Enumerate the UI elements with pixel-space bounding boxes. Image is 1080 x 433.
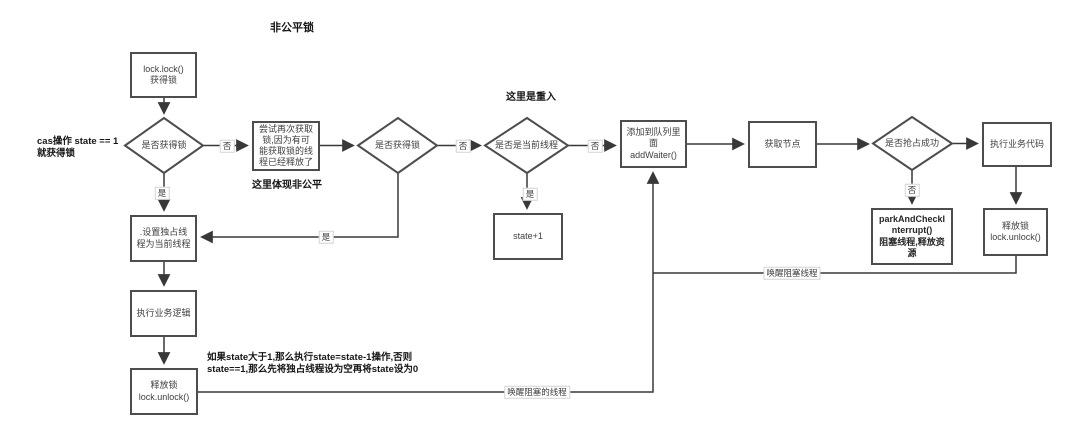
edge-label-no-2: 否 xyxy=(455,139,471,153)
node-park-and-check-interrupt: parkAndCheckI nterrupt() 阻塞线程,释放资 源 xyxy=(871,208,953,265)
annotation-cas-operation: cas操作 state == 1 就获得锁 xyxy=(37,136,119,159)
edge-unlockleft-wake-addwaiter xyxy=(198,171,660,393)
node-lock-lock: lock.lock() 获得锁 xyxy=(130,52,197,98)
node-exec-business-logic: 执行业务逻辑 xyxy=(130,290,197,337)
node-unlock-right: 释放锁 lock.unlock() xyxy=(983,208,1048,256)
edge-gotlock2-yes-setexclusive xyxy=(200,173,399,244)
node-unlock-left: 释放锁 lock.unlock() xyxy=(130,368,198,415)
node-set-exclusive-thread: .设置独占线 程为当前线程 xyxy=(130,215,197,262)
decision-is-current-thread-shape xyxy=(483,116,570,175)
node-exec-business-code: 执行业务代码 xyxy=(982,122,1052,167)
annotation-reentrant-note: 这里是重入 xyxy=(506,92,556,103)
annotation-state-note: 如果state大于1,那么执行state=state-1操作,否则 state=… xyxy=(207,352,419,375)
edge-label-yes-2: 是 xyxy=(522,187,538,201)
edge-label-no-4: 否 xyxy=(904,183,920,197)
edge-label-yes-1: 是 xyxy=(154,186,170,200)
edge-unlockright-wake-join xyxy=(653,256,1017,274)
line-label-wake-blocked-thread: 唤醒阻塞线程 xyxy=(763,266,821,280)
node-get-node: 获取节点 xyxy=(748,121,817,168)
decision-got-lock-1-shape xyxy=(123,116,205,175)
annotation-unfair-note: 这里体现非公平 xyxy=(252,180,322,191)
edge-label-yes-3: 是 xyxy=(318,230,334,244)
decision-got-lock-2-shape xyxy=(356,116,439,175)
node-state-plus-one: state+1 xyxy=(493,213,563,260)
node-add-waiter: 添加到队列里 面 addWaiter() xyxy=(620,120,687,168)
decision-seize-success-shape xyxy=(871,115,954,172)
edge-label-no-3: 否 xyxy=(587,139,603,153)
node-retry-acquire: 尝试再次获取 锁,因为有可 能获取锁的线 程已经释放了 xyxy=(252,121,320,171)
diagram-title: 非公平锁 xyxy=(270,22,314,34)
edge-label-no-1: 否 xyxy=(219,139,235,153)
line-label-wake-blocked-thread-2: 唤醒阻塞的线程 xyxy=(504,385,570,399)
